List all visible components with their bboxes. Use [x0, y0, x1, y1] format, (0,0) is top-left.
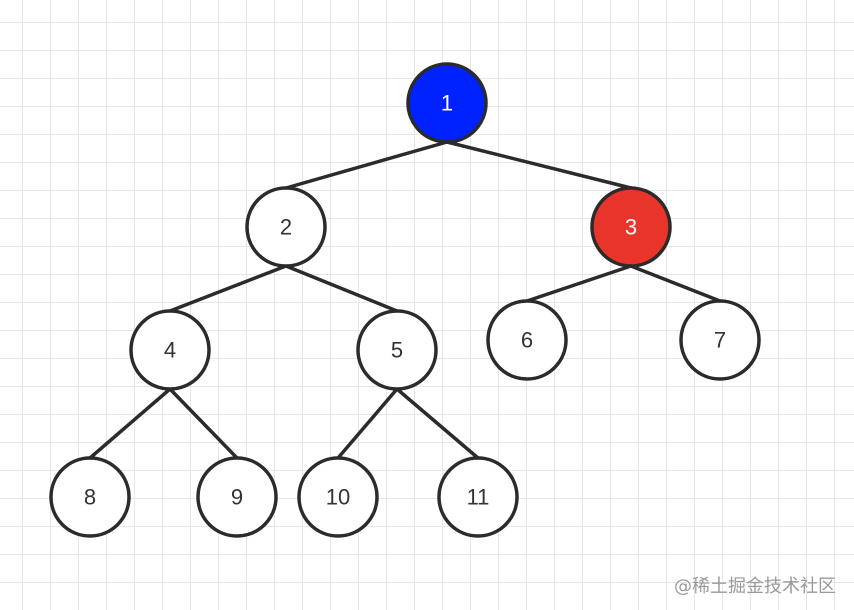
node-circle-7	[679, 299, 761, 381]
tree-node-11: 11	[437, 456, 519, 538]
watermark: @稀土掘金技术社区	[674, 576, 836, 597]
node-circle-8	[49, 456, 131, 538]
node-circle-11	[437, 456, 519, 538]
node-label-3: 3	[625, 215, 637, 240]
tree-node-1: 1	[406, 62, 488, 144]
node-label-1: 1	[441, 91, 453, 116]
node-label-9: 9	[231, 485, 243, 510]
node-circle-5	[356, 309, 438, 391]
tree-edges	[88, 140, 722, 460]
edge-1-3	[445, 140, 633, 190]
node-circle-6	[486, 299, 568, 381]
node-circle-10	[297, 456, 379, 538]
tree-node-5: 5	[356, 309, 438, 391]
tree-nodes: 1 2 3 4 5 6 7 8 9 10 11	[49, 62, 761, 538]
node-label-11: 11	[467, 485, 490, 510]
edge-4-8	[88, 387, 172, 460]
tree-node-8: 8	[49, 456, 131, 538]
tree-node-4: 4	[129, 309, 211, 391]
node-label-5: 5	[391, 338, 403, 363]
node-label-7: 7	[714, 328, 726, 353]
node-label-4: 4	[164, 338, 176, 363]
node-circle-9	[196, 456, 278, 538]
node-circle-2	[245, 186, 327, 268]
edge-2-5	[284, 264, 399, 313]
edge-5-11	[395, 387, 480, 460]
tree-node-9: 9	[196, 456, 278, 538]
node-circle-3	[590, 186, 672, 268]
node-label-2: 2	[280, 215, 292, 240]
edge-4-9	[168, 387, 239, 460]
node-label-10: 10	[326, 485, 350, 510]
edge-5-10	[336, 387, 399, 460]
edge-2-4	[168, 264, 288, 313]
edge-1-2	[284, 140, 449, 190]
node-label-6: 6	[521, 328, 533, 353]
tree-node-7: 7	[679, 299, 761, 381]
edge-3-7	[629, 264, 722, 303]
tree-node-6: 6	[486, 299, 568, 381]
node-circle-4	[129, 309, 211, 391]
node-circle-1	[406, 62, 488, 144]
tree-node-10: 10	[297, 456, 379, 538]
edge-3-6	[525, 264, 633, 303]
tree-node-3: 3	[590, 186, 672, 268]
node-label-8: 8	[84, 485, 96, 510]
tree-node-2: 2	[245, 186, 327, 268]
